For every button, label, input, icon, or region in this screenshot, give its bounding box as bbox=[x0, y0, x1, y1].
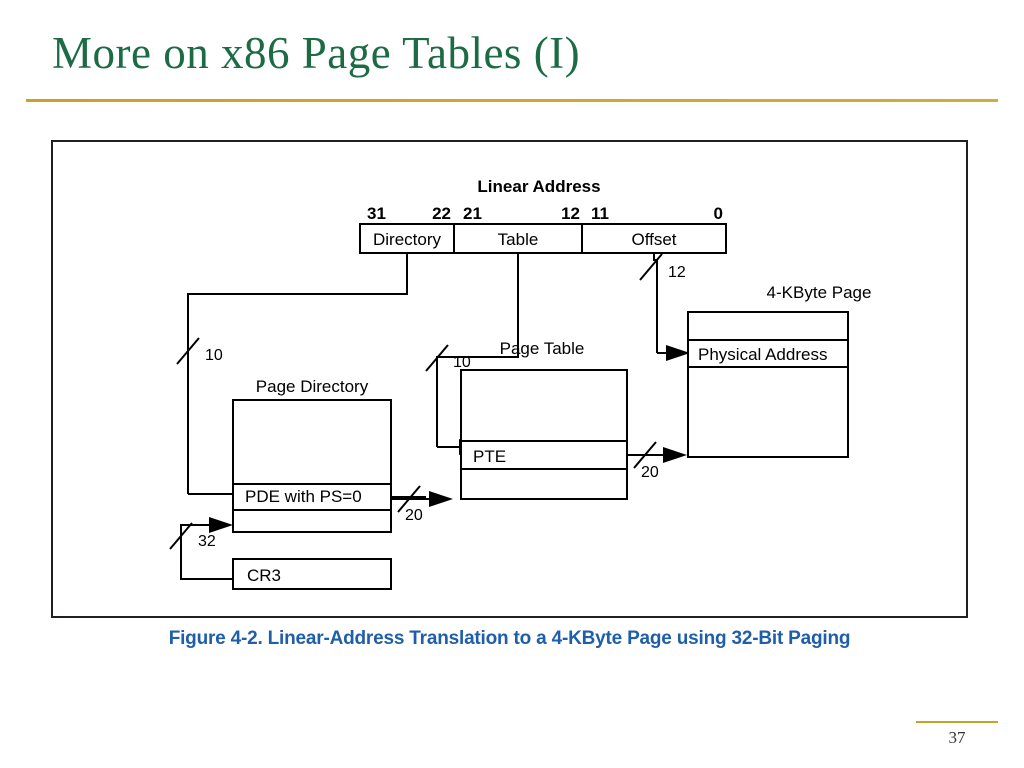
pd-body bbox=[232, 399, 392, 533]
width-label-offset: 12 bbox=[668, 264, 686, 281]
pt-body bbox=[460, 369, 628, 500]
linear-address-title: Linear Address bbox=[477, 177, 600, 196]
footer-divider bbox=[916, 721, 998, 723]
width-label-cr3: 32 bbox=[198, 533, 216, 550]
figure-frame: Linear Address 31 22 21 12 11 0 Director… bbox=[51, 140, 968, 618]
la-field-directory-label: Directory bbox=[373, 230, 442, 249]
figure-caption: Figure 4-2. Linear-Address Translation t… bbox=[168, 628, 851, 649]
page-number: 37 bbox=[948, 728, 966, 747]
page-table-block: PTE bbox=[460, 369, 628, 500]
linear-address-bar: Directory Table Offset bbox=[359, 223, 727, 254]
connector-cr3-to-page-directory bbox=[169, 522, 233, 580]
connector-offset-to-page bbox=[639, 253, 670, 354]
paging-diagram: Linear Address 31 22 21 12 11 0 Director… bbox=[169, 177, 872, 590]
cr3-label: CR3 bbox=[247, 566, 281, 585]
page-body bbox=[687, 311, 849, 458]
title-divider bbox=[26, 99, 998, 102]
arrowhead-cr3-to-pd bbox=[209, 517, 233, 533]
page-title: More on x86 Page Tables (I) bbox=[52, 28, 581, 78]
la-field-table-label: Table bbox=[498, 230, 539, 249]
width-label-directory: 10 bbox=[205, 347, 223, 364]
bit-label-22: 22 bbox=[432, 204, 451, 223]
width-label-pte: 20 bbox=[641, 464, 659, 481]
page-block-title: 4-KByte Page bbox=[767, 283, 872, 302]
bit-label-12: 12 bbox=[561, 204, 580, 223]
connector-pde-to-page-table bbox=[391, 485, 433, 513]
bit-label-11: 11 bbox=[591, 204, 609, 223]
connector-pte-to-page bbox=[627, 441, 665, 469]
pt-entry-label: PTE bbox=[473, 447, 506, 466]
connector-directory-to-page-directory bbox=[176, 253, 408, 495]
connector-table-to-page-table bbox=[425, 253, 519, 448]
width-label-table: 10 bbox=[453, 354, 471, 371]
cr3-box bbox=[232, 558, 392, 590]
cr3-register: CR3 bbox=[232, 558, 392, 590]
page-directory-block: PDE with PS=0 bbox=[232, 399, 392, 533]
arrowhead-pte-to-page bbox=[663, 447, 687, 463]
la-field-offset-label: Offset bbox=[631, 230, 676, 249]
width-label-pde: 20 bbox=[405, 507, 423, 524]
pd-entry-label: PDE with PS=0 bbox=[245, 487, 362, 506]
page-directory-title: Page Directory bbox=[256, 377, 369, 396]
arrowhead-pde-to-pt bbox=[429, 491, 453, 507]
bit-label-31: 31 bbox=[367, 204, 386, 223]
arrowhead-offset-to-page bbox=[666, 345, 690, 361]
page-table-title: Page Table bbox=[500, 339, 585, 358]
page-block: Physical Address bbox=[687, 311, 849, 458]
bit-label-0: 0 bbox=[714, 204, 723, 223]
page-physical-address-label: Physical Address bbox=[698, 345, 827, 364]
bit-label-21: 21 bbox=[463, 204, 482, 223]
